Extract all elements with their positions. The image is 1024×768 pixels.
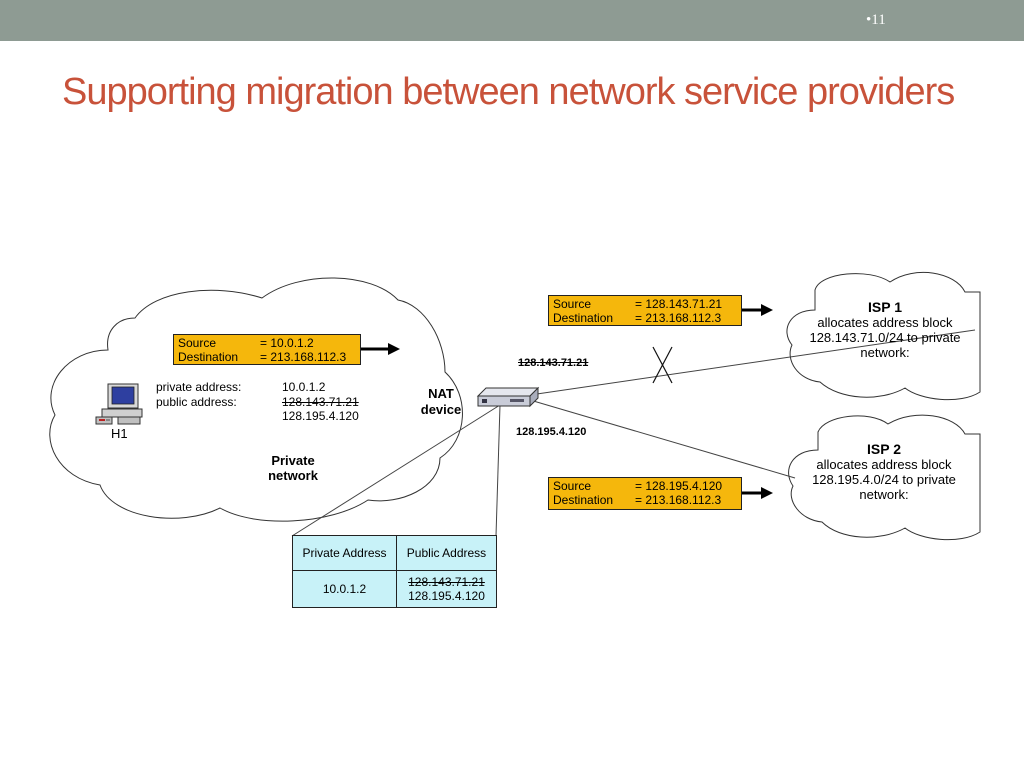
packet-destination-value: = 213.168.112.3 <box>635 311 722 325</box>
table-public-new: 128.195.4.120 <box>408 589 485 603</box>
isp1-cloud <box>786 271 981 401</box>
isp2-line-3: network: <box>859 487 909 502</box>
private-address-label: private address: <box>156 380 242 394</box>
isp1-packet-box: Source = 128.143.71.21 Destination = 213.1… <box>548 295 742 326</box>
isp1-line-3: network: <box>860 345 910 360</box>
isp1-link-address: 128.143.71.21 <box>518 357 589 369</box>
arrow-icon <box>742 304 773 316</box>
host-name: H1 <box>111 426 128 441</box>
isp2-line-1: allocates address block <box>816 457 952 472</box>
table-header-public: Public Address <box>396 535 497 571</box>
top-bar <box>0 0 1024 41</box>
packet-source-value: = 10.0.1.2 <box>260 336 314 350</box>
arrow-icon <box>742 487 773 499</box>
slide-number: •11 <box>866 12 886 28</box>
isp1-line-1: allocates address block <box>817 315 953 330</box>
slide-title: Supporting migration between network ser… <box>62 71 955 113</box>
isp2-link <box>529 399 796 479</box>
packet-destination-value: = 213.168.112.3 <box>635 493 722 507</box>
isp1-line-2: 128.143.71.0/24 to private <box>809 330 961 345</box>
packet-destination-value: = 213.168.112.3 <box>260 350 347 364</box>
public-address-old: 128.143.71.21 <box>282 395 359 409</box>
computer-icon <box>95 383 143 425</box>
nat-device-label-1: NAT <box>428 386 454 401</box>
packet-source-value: = 128.143.71.21 <box>635 297 723 311</box>
isp2-line-2: 128.195.4.0/24 to private <box>812 472 956 487</box>
nat-device-label-2: device <box>420 402 462 417</box>
isp2-link-address: 128.195.4.120 <box>516 426 587 438</box>
packet-destination-label: Destination <box>553 493 614 507</box>
packet-destination-label: Destination <box>553 311 614 325</box>
packet-destination-label: Destination <box>178 350 239 364</box>
private-address-value: 10.0.1.2 <box>282 380 326 394</box>
table-cell-public: 128.143.71.21 128.195.4.120 <box>396 570 497 608</box>
table-public-old: 128.143.71.21 <box>408 575 485 589</box>
public-address-label: public address: <box>156 395 237 409</box>
table-cell-private: 10.0.1.2 <box>292 570 397 608</box>
private-packet-box: Source = 10.0.1.2 Destination = 213.168.11… <box>173 334 361 365</box>
table-callout-line <box>291 404 501 537</box>
isp2-packet-box: Source = 128.195.4.120 Destination = 213.1… <box>548 477 742 510</box>
private-network-label: Private network <box>268 453 318 483</box>
packet-source-label: Source <box>553 479 592 493</box>
table-header-private: Private Address <box>292 535 397 571</box>
isp1-name: ISP 1 <box>868 300 902 315</box>
packet-source-value: = 128.195.4.120 <box>635 479 723 493</box>
isp2-cloud <box>788 414 981 541</box>
isp2-name: ISP 2 <box>867 442 901 457</box>
isp2-description: ISP 2 allocates address block 128.195.4.… <box>784 442 984 512</box>
packet-source-label: Source <box>178 336 217 350</box>
public-address-new: 128.195.4.120 <box>282 409 359 423</box>
arrow-icon <box>361 343 400 355</box>
isp1-description: ISP 1 allocates address block 128.143.71… <box>784 300 986 370</box>
isp1-link <box>529 329 976 396</box>
packet-source-label: Source <box>553 297 592 311</box>
nat-translation-table: Private Address Public Address 10.0.1.2 … <box>292 535 497 608</box>
nat-device-icon <box>476 386 540 408</box>
